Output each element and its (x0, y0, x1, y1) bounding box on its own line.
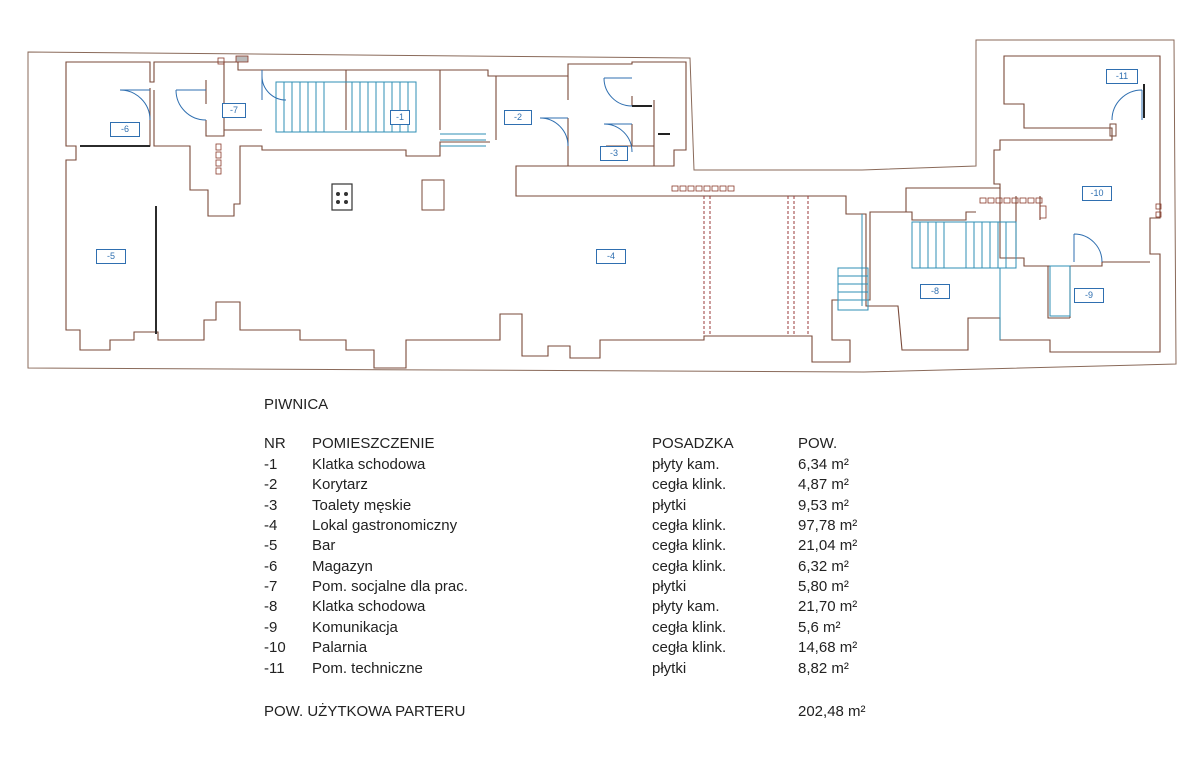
brick-row (215, 55, 1162, 219)
schedule-title: PIWNICA (264, 396, 329, 413)
row-name: Lokal gastronomiczny (312, 517, 458, 534)
row-name: Korytarz (312, 476, 368, 493)
row-nr: -9 (264, 619, 278, 636)
header-area: POW. (798, 435, 838, 452)
row-nr: -3 (264, 497, 278, 514)
row-name: Pom. socjalne dla prac. (312, 578, 468, 595)
row-nr: -6 (264, 558, 278, 575)
row-nr: -7 (264, 578, 278, 595)
row-name: Pom. techniczne (312, 660, 423, 677)
row-area: 4,87 m² (798, 476, 849, 493)
room-label-6: -6 (110, 122, 140, 137)
room-label-9: -9 (1074, 288, 1104, 303)
row-floor: płytki (652, 578, 687, 595)
row-name: Palarnia (312, 639, 368, 656)
row-floor: cegła klink. (652, 619, 727, 636)
row-name: Klatka schodowa (312, 456, 426, 473)
row-name: Toalety męskie (312, 497, 412, 514)
room-label-10: -10 (1082, 186, 1112, 201)
row-area: 5,6 m² (798, 619, 841, 636)
row-nr: -11 (264, 660, 285, 677)
row-area: 5,80 m² (798, 578, 849, 595)
row-area: 9,53 m² (798, 497, 849, 514)
row-floor: płytki (652, 497, 687, 514)
row-area: 6,32 m² (798, 558, 849, 575)
total-value: 202,48 m² (798, 703, 866, 720)
room-label-3: -3 (600, 146, 628, 161)
door-swings (119, 70, 1143, 263)
row-floor: płyty kam. (652, 456, 720, 473)
row-nr: -2 (264, 476, 278, 493)
row-nr: -10 (264, 639, 286, 656)
row-nr: -4 (264, 517, 278, 534)
header-floor: POSADZKA (652, 435, 734, 452)
row-area: 6,34 m² (798, 456, 849, 473)
row-name: Magazyn (312, 558, 373, 575)
header-room: POMIESZCZENIE (312, 435, 435, 452)
staircase-1 (275, 81, 486, 147)
row-floor: płyty kam. (652, 598, 720, 615)
room-label-7: -7 (222, 103, 246, 118)
dashed-openings (703, 196, 809, 336)
floor-plan (27, 39, 1177, 373)
row-floor: cegła klink. (652, 639, 727, 656)
row-area: 21,04 m² (798, 537, 858, 554)
row-nr: -5 (264, 537, 278, 554)
header-nr: NR (264, 435, 286, 452)
row-floor: cegła klink. (652, 558, 727, 575)
pillar (421, 179, 445, 211)
row-name: Bar (312, 537, 336, 554)
interior-walls-inner (80, 62, 655, 217)
row-area: 8,82 m² (798, 660, 849, 677)
room-label-1: -1 (390, 110, 410, 125)
row-floor: płytki (652, 660, 687, 677)
row-floor: cegła klink. (652, 517, 727, 534)
drain (331, 183, 353, 211)
row-area: 97,78 m² (798, 517, 858, 534)
row-name: Komunikacja (312, 619, 398, 636)
staircase-8 (837, 214, 1071, 340)
row-floor: cegła klink. (652, 476, 727, 493)
row-area: 14,68 m² (798, 639, 858, 656)
room-label-11: -11 (1106, 69, 1138, 84)
row-nr: -1 (264, 456, 278, 473)
property-outline (27, 39, 1177, 373)
room-label-2: -2 (504, 110, 532, 125)
total-label: POW. UŻYTKOWA PARTERU (264, 703, 466, 720)
row-floor: cegła klink. (652, 537, 727, 554)
row-area: 21,70 m² (798, 598, 858, 615)
room-label-8: -8 (920, 284, 950, 299)
row-name: Klatka schodowa (312, 598, 426, 615)
room-label-4: -4 (596, 249, 626, 264)
row-nr: -8 (264, 598, 278, 615)
interior-walls-left (65, 55, 1161, 369)
room-label-5: -5 (96, 249, 126, 264)
